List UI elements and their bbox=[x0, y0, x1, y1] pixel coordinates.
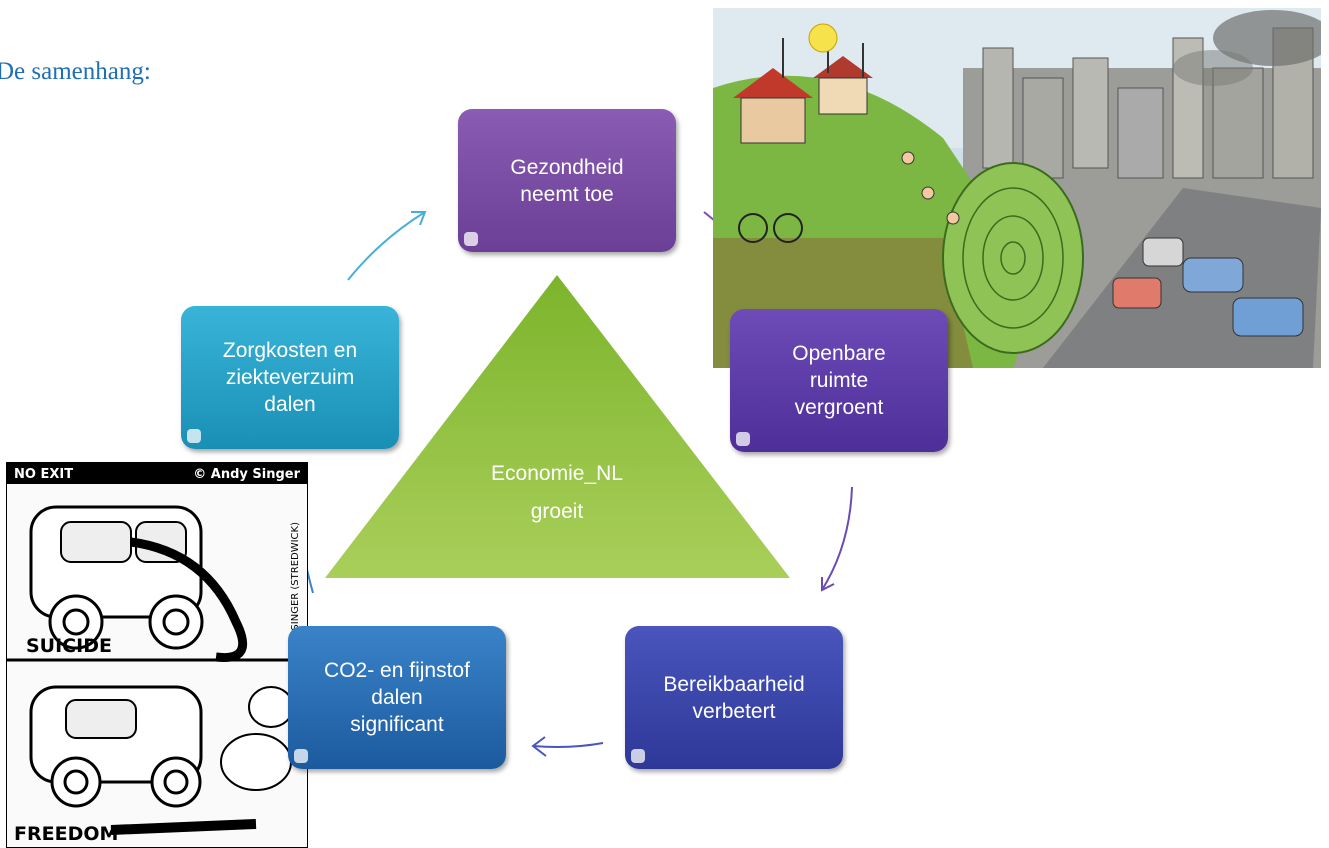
node-health-line2: neemt toe bbox=[520, 182, 614, 206]
cartoon-panel2-caption: FREEDOM bbox=[14, 823, 118, 845]
node-care-line2: ziekteverzuim bbox=[225, 366, 355, 389]
node-co2-line1: CO2- en fijnstof bbox=[324, 659, 470, 682]
slide-title: De samenhang: bbox=[0, 58, 151, 85]
arrow-access-to-co2 bbox=[532, 742, 604, 748]
node-accessibility-improves: Bereikbaarheid verbetert bbox=[625, 626, 843, 769]
center-triangle bbox=[325, 275, 790, 578]
node-care-line1: Zorgkosten en bbox=[222, 339, 358, 362]
center-label-line2: groeit bbox=[530, 500, 584, 523]
node-public-space-greens: Openbare ruimte vergroent bbox=[730, 309, 948, 452]
node-shine bbox=[464, 232, 478, 246]
cartoon-header-left: NO EXIT bbox=[14, 467, 73, 482]
node-shine bbox=[736, 432, 750, 446]
node-health-line1: Gezondheid bbox=[510, 155, 624, 179]
center-label-line1: Economie_NL bbox=[491, 462, 623, 485]
cartoon-panel1-caption: SUICIDE bbox=[26, 635, 112, 657]
node-co2-line3: significant bbox=[350, 713, 444, 736]
node-space-line3: vergroent bbox=[794, 396, 884, 419]
node-health-increases: Gezondheid neemt toe bbox=[458, 109, 676, 252]
cartoon-credit: SINGER (STREDWICK) bbox=[290, 522, 301, 631]
node-co2-decreases: CO2- en fijnstof dalen significant bbox=[288, 626, 506, 769]
node-shine bbox=[631, 749, 645, 763]
arrow-space-to-access bbox=[821, 486, 853, 591]
node-access-line1: Bereikbaarheid bbox=[663, 672, 805, 696]
node-shine bbox=[294, 749, 308, 763]
node-space-line1: Openbare bbox=[792, 342, 886, 365]
green-city-illustration bbox=[713, 8, 1321, 368]
cartoon-header-right: © Andy Singer bbox=[193, 467, 300, 482]
node-space-line2: ruimte bbox=[809, 369, 869, 392]
node-care-costs-decrease: Zorgkosten en ziekteverzuim dalen bbox=[181, 306, 399, 449]
node-care-line3: dalen bbox=[264, 393, 316, 416]
arrow-care-to-health bbox=[347, 211, 426, 281]
center-label: Economie_NL groeit bbox=[457, 455, 657, 531]
node-shine bbox=[187, 429, 201, 443]
node-access-line2: verbetert bbox=[692, 699, 776, 723]
node-co2-line2: dalen bbox=[371, 686, 423, 709]
no-exit-cartoon: NO EXIT © Andy Singer SUICIDE FREEDOM SI… bbox=[6, 462, 308, 848]
